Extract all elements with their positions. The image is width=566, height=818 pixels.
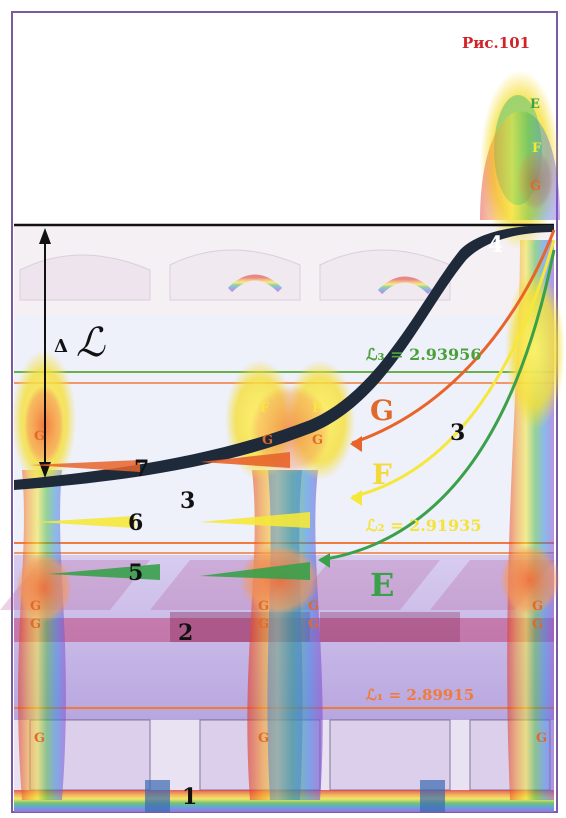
small-f-mid-left: F xyxy=(260,401,270,416)
bottom-block-left xyxy=(145,780,170,812)
small-e-top: E xyxy=(530,97,540,112)
flow-arrows xyxy=(30,229,556,580)
number-3a: 3 xyxy=(180,488,195,514)
small-g-band-7: G xyxy=(532,599,543,614)
l1-label: ℒ₁ = 2.89915 xyxy=(366,686,474,704)
small-g-mid-right: G xyxy=(312,433,323,448)
small-g-band-8: G xyxy=(532,617,543,632)
delta-l-label: ℒ xyxy=(76,320,106,366)
small-f-top: F xyxy=(532,141,542,156)
number-7: 7 xyxy=(134,456,149,482)
e-big-label: E xyxy=(370,566,394,604)
figure-caption: Рис.101 xyxy=(462,34,530,52)
number-5: 5 xyxy=(128,560,143,586)
small-g-bottom-3: G xyxy=(536,731,547,746)
surface-curve xyxy=(14,225,554,490)
number-1: 1 xyxy=(182,784,197,810)
small-g-band-4: G xyxy=(258,617,269,632)
small-f-mid-right: F xyxy=(312,401,322,416)
top-right-cap xyxy=(480,111,560,220)
small-g-band-2: G xyxy=(30,617,41,632)
small-g-band-3: G xyxy=(258,599,269,614)
l2-label: ℒ₂ = 2.91935 xyxy=(366,516,481,535)
number-2: 2 xyxy=(178,620,193,646)
small-letters: E F G F F G G G G G G G G G G G G G G xyxy=(30,97,547,746)
number-3b: 3 xyxy=(450,420,465,446)
top-cell-sketches xyxy=(19,249,451,301)
small-g-band-6: G xyxy=(308,617,319,632)
number-4: 4 xyxy=(488,232,503,258)
l3-label: ℒ₃ = 2.93956 xyxy=(366,345,481,364)
small-g-bottom-2: G xyxy=(258,731,269,746)
g-big-label: G xyxy=(370,394,394,427)
number-6: 6 xyxy=(128,510,143,536)
small-g-band-5: G xyxy=(308,599,319,614)
small-g-left: G xyxy=(34,429,45,444)
small-g-band-1: G xyxy=(30,599,41,614)
small-g-bottom-1: G xyxy=(34,731,45,746)
small-g-mid-left: G xyxy=(262,433,273,448)
small-g-top: G xyxy=(530,179,541,194)
bottom-block-right xyxy=(420,780,445,812)
f-big-label: F xyxy=(372,458,392,491)
delta-symbol: Δ xyxy=(54,336,68,357)
